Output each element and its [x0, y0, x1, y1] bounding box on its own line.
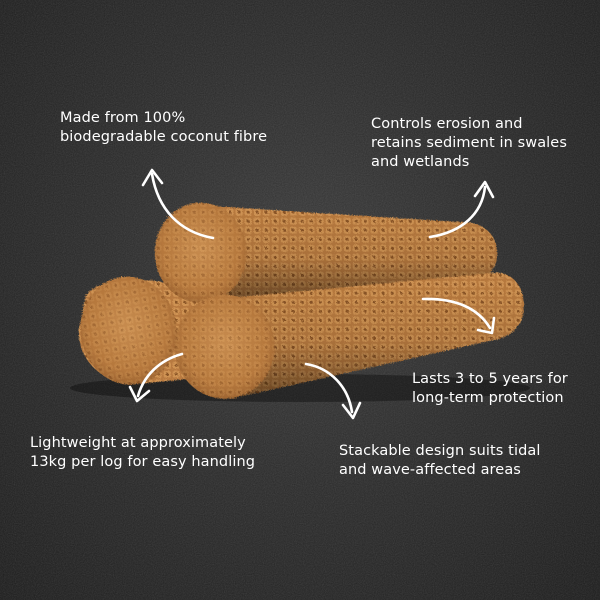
callout-weight: Lightweight at approximately 13kg per lo…	[30, 435, 256, 470]
curved-arrow-icon	[141, 168, 215, 240]
callout-stackable: Stackable design suits tidal and wave-af…	[339, 443, 541, 478]
callout-erosion-control: Controls erosion and retains sediment in…	[371, 116, 567, 170]
coir-log-front	[174, 272, 524, 398]
curved-arrow-icon	[428, 180, 495, 239]
curved-arrow-icon	[128, 352, 184, 403]
callout-lifespan: Lasts 3 to 5 years for long-term protect…	[412, 371, 568, 406]
coir-log-top	[154, 202, 497, 302]
callout-material: Made from 100% biodegradable coconut fib…	[60, 110, 268, 145]
curved-arrow-icon	[304, 362, 362, 420]
curved-arrow-icon	[421, 297, 496, 335]
